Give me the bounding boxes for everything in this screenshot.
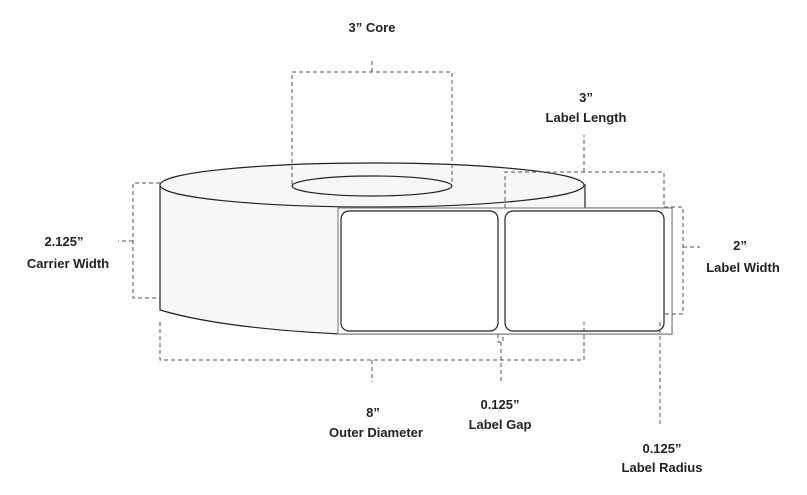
- label-length-dimension-line: [504, 135, 665, 208]
- core-dimension-line: [291, 58, 453, 184]
- carrier-width-name: Carrier Width: [27, 256, 109, 271]
- outer-diameter-name: Outer Diameter: [329, 425, 423, 440]
- label-gap-value: 0.125”: [480, 397, 519, 412]
- outer-diameter-value: 8”: [366, 405, 380, 420]
- outer-diameter-dimension-line: [159, 322, 585, 382]
- roll-core: [291, 175, 453, 197]
- label-gap-dimension-line: [497, 334, 504, 382]
- label-radius-value: 0.125”: [642, 441, 681, 456]
- core-label: 3” Core: [349, 20, 396, 35]
- label-2: [504, 210, 665, 332]
- carrier-width-dimension-line: [118, 182, 160, 299]
- label-radius-name: Label Radius: [622, 460, 703, 475]
- label-length-value: 3”: [579, 90, 593, 105]
- label-gap-name: Label Gap: [469, 417, 532, 432]
- label-length-name: Label Length: [546, 110, 627, 125]
- label-width-value: 2”: [733, 238, 747, 253]
- label-width-dimension-line: [664, 206, 700, 315]
- carrier-width-value: 2.125”: [44, 234, 83, 249]
- label-1: [340, 210, 499, 332]
- label-width-name: Label Width: [706, 260, 780, 275]
